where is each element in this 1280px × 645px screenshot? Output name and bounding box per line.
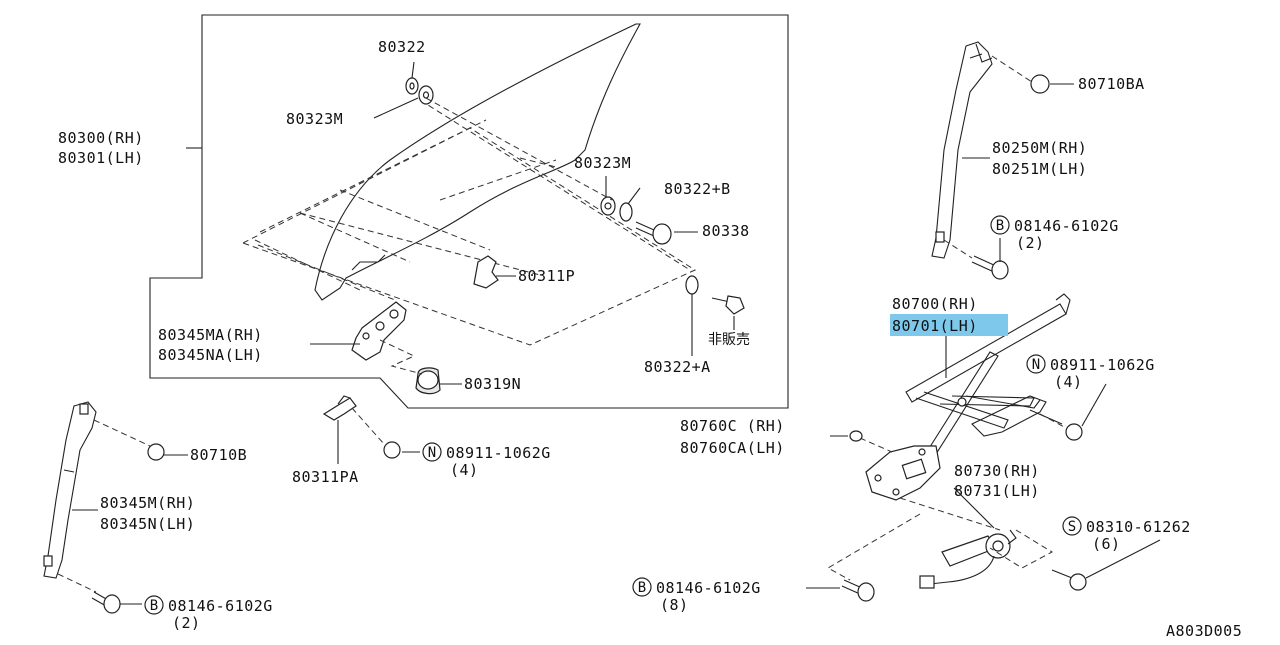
badge-b-left: B — [144, 595, 164, 615]
clip-not-sold — [711, 295, 745, 315]
label-80301-lh: 80301(LH) — [58, 149, 144, 167]
label-80250m-rh: 80250M(RH) — [992, 139, 1087, 157]
label-80700-rh: 80700(RH) — [892, 295, 978, 313]
svg-text:N: N — [428, 445, 436, 461]
sash-80345m — [43, 401, 97, 579]
washer-80323m-top — [418, 85, 434, 105]
washer-80322a — [685, 275, 699, 295]
label-80345m-rh: 80345M(RH) — [100, 494, 195, 512]
label-80345na-lh: 80345NA(LH) — [158, 346, 263, 364]
label-80323m-top: 80323M — [286, 110, 343, 128]
highlight-80701 — [890, 314, 1008, 336]
guide-80250m — [931, 41, 993, 259]
glass-dashed-outline — [242, 99, 697, 346]
label-80345n-lh: 80345N(LH) — [100, 515, 195, 533]
diagram-code: A803D005 — [1166, 622, 1242, 640]
badge-b-top: B — [990, 215, 1010, 235]
label-bolt-08146-mid-qty: (8) — [660, 596, 689, 614]
bolt-08146-mid — [841, 579, 875, 602]
bolt-08146-left — [91, 591, 121, 614]
label-bolt-08146-left-qty: (2) — [172, 614, 201, 632]
svg-text:B: B — [150, 598, 158, 614]
label-bolt-08146-mid: 08146-6102G — [656, 579, 761, 597]
label-80338: 80338 — [702, 222, 750, 240]
label-80760c-rh: 80760C (RH) — [680, 417, 785, 435]
label-80300-rh: 80300(RH) — [58, 129, 144, 147]
nut-80710b — [147, 443, 165, 461]
label-80701-lh[interactable]: 80701(LH) — [892, 317, 978, 335]
label-80311pa: 80311PA — [292, 468, 359, 486]
door-glass — [314, 23, 641, 301]
washer-80322-top — [405, 77, 419, 95]
washer-80323m-mid — [600, 196, 616, 216]
badge-s: S — [1062, 516, 1082, 536]
label-nut-08911-right-qty: (4) — [1054, 373, 1083, 391]
badge-b-mid: B — [632, 577, 652, 597]
label-80731-lh: 80731(LH) — [954, 482, 1040, 500]
label-80311p: 80311P — [518, 267, 575, 285]
label-80322b: 80322+B — [664, 180, 731, 198]
badge-n-left: N — [422, 442, 442, 462]
label-80710b: 80710B — [190, 446, 247, 464]
label-bolt-08146-left: 08146-6102G — [168, 597, 273, 615]
washer-80760c — [849, 430, 863, 442]
label-80730-rh: 80730(RH) — [954, 462, 1040, 480]
glass-assembly-frame — [149, 14, 789, 409]
svg-text:B: B — [996, 218, 1004, 234]
washer-80322b — [619, 202, 633, 222]
label-not-sold: 非販売 — [708, 332, 750, 348]
label-80760ca-lh: 80760CA(LH) — [680, 439, 785, 457]
label-80345ma-rh: 80345MA(RH) — [158, 326, 263, 344]
label-80323m-mid: 80323M — [574, 154, 631, 172]
bracket-80345ma — [351, 301, 407, 361]
label-80322a: 80322+A — [644, 358, 711, 376]
label-80322: 80322 — [378, 38, 426, 56]
label-nut-08911-left-qty: (4) — [450, 461, 479, 479]
svg-text:B: B — [638, 580, 646, 596]
label-80710ba: 80710BA — [1078, 75, 1145, 93]
badge-n-right: N — [1026, 354, 1046, 374]
screw-08310 — [1051, 569, 1087, 591]
label-80251m-lh: 80251M(LH) — [992, 160, 1087, 178]
clip-80311pa — [322, 395, 357, 421]
svg-text:N: N — [1032, 357, 1040, 373]
label-80319n: 80319N — [464, 375, 521, 393]
window-regulator — [865, 293, 1071, 501]
label-nut-08911-right: 08911-1062G — [1050, 356, 1155, 374]
regulator-motor — [919, 529, 1017, 589]
nut-08911-left — [383, 441, 401, 459]
label-screw-08310-qty: (6) — [1092, 535, 1121, 553]
clip-80311p — [473, 255, 499, 289]
label-bolt-08146-top-qty: (2) — [1016, 234, 1045, 252]
svg-text:S: S — [1068, 519, 1076, 535]
nut-08911-right — [1029, 409, 1083, 441]
label-nut-08911-left: 08911-1062G — [446, 444, 551, 462]
bushing-80319n — [415, 367, 441, 395]
label-screw-08310: 08310-61262 — [1086, 518, 1191, 536]
bolt-08146-top — [971, 255, 1009, 280]
nut-80710ba — [1030, 74, 1050, 94]
label-bolt-08146-top: 08146-6102G — [1014, 217, 1119, 235]
bolt-80338 — [635, 221, 672, 245]
